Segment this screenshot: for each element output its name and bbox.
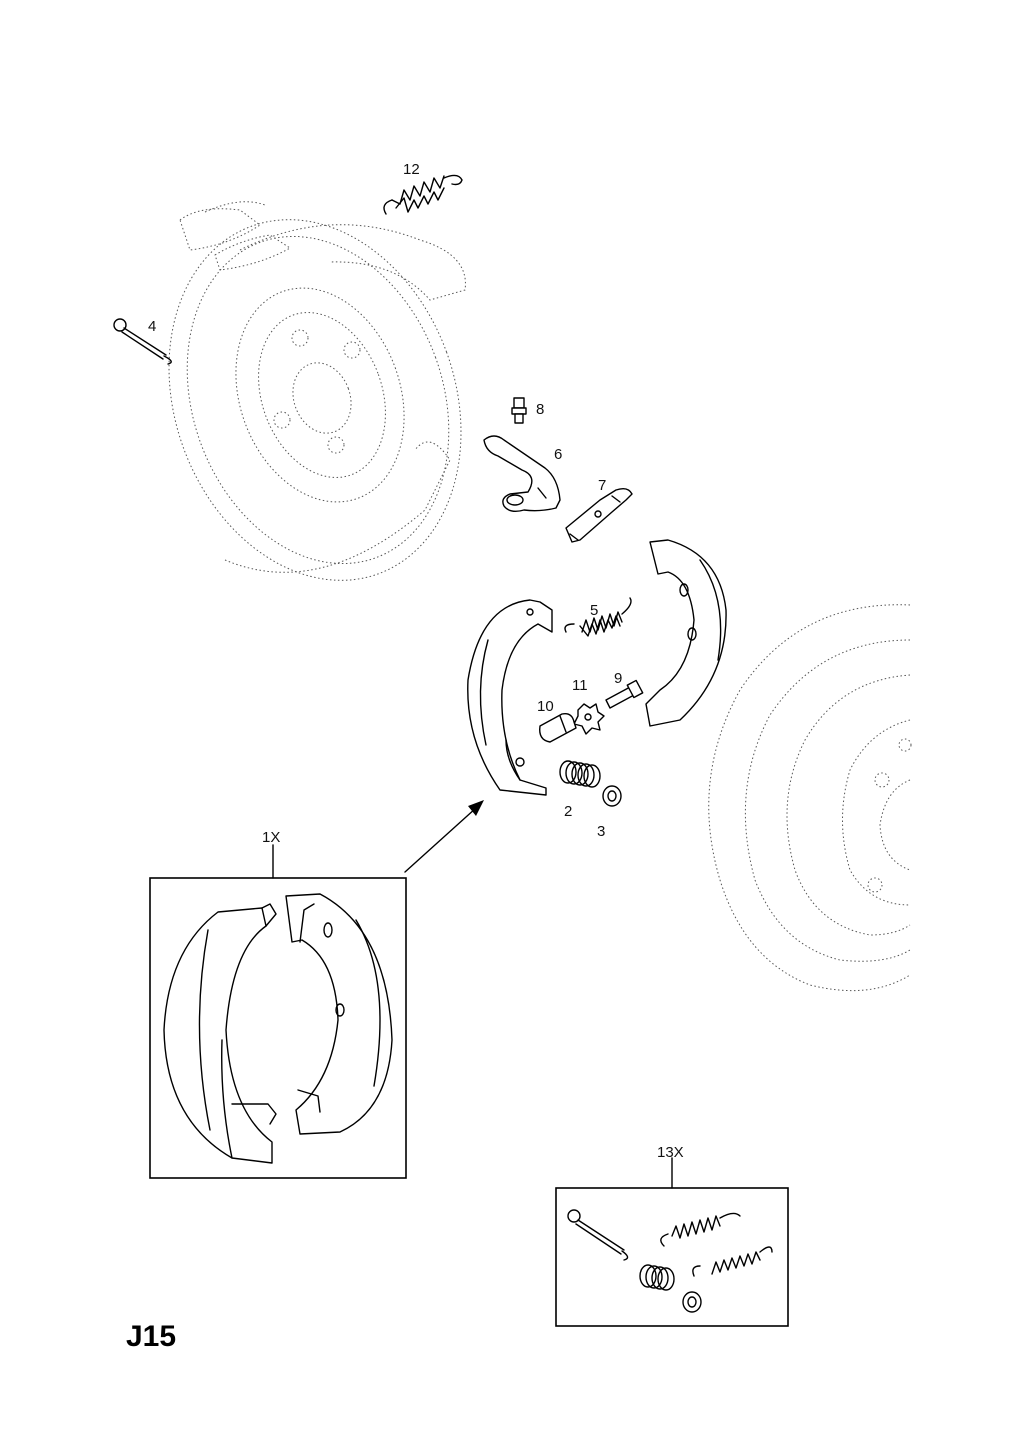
callout-5: 5 (590, 602, 598, 619)
part-2-coil-spring (559, 760, 601, 788)
left-brake-shoe (467, 599, 553, 796)
callout-12: 12 (403, 161, 420, 178)
part-10-sleeve (539, 712, 577, 743)
callout-7: 7 (598, 477, 606, 494)
callout-2: 2 (564, 803, 572, 820)
part-12-return-spring (383, 174, 463, 215)
callout-10: 10 (537, 698, 554, 715)
kit-pointer-arrow (404, 800, 484, 873)
kit-1x-shoe-set (149, 844, 407, 1179)
part-9-screw (605, 679, 644, 709)
right-brake-shoe (645, 539, 727, 727)
part-8-bolt (511, 397, 527, 424)
part-4-retaining-pin (113, 318, 172, 365)
kit-13x-hardware-set (555, 1157, 789, 1327)
part-6-lever (483, 435, 561, 513)
callout-11: 11 (572, 677, 588, 694)
callout-1x: 1X (262, 829, 280, 846)
callout-13x: 13X (657, 1144, 684, 1161)
callout-8: 8 (536, 401, 544, 418)
brake-drum-ghost (708, 604, 912, 992)
backing-plate-ghost (168, 201, 466, 581)
callout-3: 3 (597, 823, 605, 840)
part-11-star-wheel (573, 703, 605, 735)
callout-4: 4 (148, 318, 156, 335)
part-5-spring (564, 597, 632, 637)
callout-9: 9 (614, 670, 622, 687)
callout-6: 6 (554, 446, 562, 463)
page-code: J15 (126, 1320, 177, 1353)
part-7-strut (565, 487, 633, 543)
part-3-washer (602, 785, 622, 807)
